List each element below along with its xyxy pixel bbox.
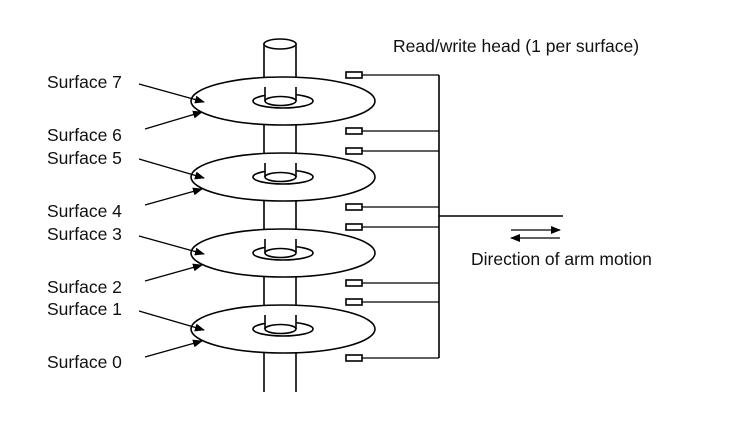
arm-motion-label: Direction of arm motion	[471, 249, 652, 269]
surface-label-2: Surface 2	[47, 277, 122, 297]
surface-label-6: Surface 6	[47, 125, 122, 145]
read-write-head	[345, 203, 363, 211]
platter-4	[190, 304, 376, 354]
surface-label-7: Surface 7	[47, 72, 122, 92]
platter-2	[190, 152, 376, 202]
read-write-head	[345, 354, 363, 362]
read-write-head	[345, 223, 363, 231]
platter-1	[190, 76, 376, 126]
read-write-head	[345, 147, 363, 155]
platter-3	[190, 228, 376, 278]
surface-label-5: Surface 5	[47, 148, 122, 168]
arm-motion-arrows	[510, 226, 561, 242]
read-write-heads	[345, 71, 563, 362]
surface-pointers	[138, 83, 205, 358]
surface-label-3: Surface 3	[47, 224, 122, 244]
read-write-head	[345, 279, 363, 287]
read-write-head	[345, 127, 363, 135]
surface-label-1: Surface 1	[47, 299, 122, 319]
surface-label-0: Surface 0	[47, 352, 122, 372]
surface-label-4: Surface 4	[47, 201, 122, 221]
head-label: Read/write head (1 per surface)	[393, 36, 639, 56]
read-write-head	[345, 71, 363, 79]
read-write-head	[345, 298, 363, 306]
